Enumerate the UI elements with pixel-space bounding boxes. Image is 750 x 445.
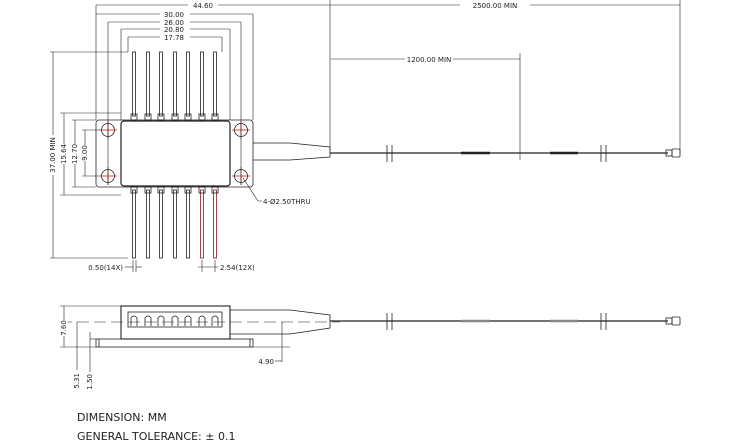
dim-15-64: 15.64 [60,143,68,164]
connector [665,148,681,158]
side-dimension-lines [60,305,290,372]
pin-bottom [159,189,163,259]
tolerance-note: GENERAL TOLERANCE: ± 0.1 [77,430,236,443]
dim-7-60: 7.60 [60,320,68,336]
pin-pad-bottom [184,186,192,194]
pin-pad-top [144,113,152,121]
side-pins [130,315,219,326]
dimension-note: DIMENSION: MM [77,411,167,424]
pin-top [146,51,150,117]
dim-2500-min: 2500.00 MIN [473,2,518,10]
dim-17-78: 17.78 [164,34,184,42]
pin-pad-top [130,113,138,121]
break-marks [386,145,607,162]
dim-12-70: 12.70 [71,144,79,164]
pin-bottom [213,189,217,259]
dim-26-00: 26.00 [164,19,184,27]
dim-holes: 4-Ø2.50THRU [263,198,311,206]
pin-pad-bottom [171,186,179,194]
pin-top [200,51,204,117]
pin-pad-bottom [211,186,219,194]
pin-bottom [173,189,177,259]
fiber-boot [253,142,331,161]
dim-1-50: 1.50 [86,374,94,390]
pin-top [132,51,136,117]
pin-pad-bottom [198,186,206,194]
pin-pad-top [184,113,192,121]
dim-37-00-min: 37.00 MIN [49,137,57,173]
pin-pad-bottom [144,186,152,194]
pin-bottom [146,189,150,259]
pin-top [213,51,217,117]
dim-1200-min: 1200.00 MIN [407,56,452,64]
dim-pin-width: 0.50(14X) [88,264,123,272]
pin-pad-bottom [130,186,138,194]
top-view: 44.60 30.00 26.00 20.80 17.78 2500.00 MI… [49,0,681,272]
dim-9-00: 9.00 [81,145,89,161]
dim-5-31: 5.31 [73,373,81,389]
body [120,120,231,187]
dim-20-80: 20.80 [164,26,184,34]
pin-pad-top [157,113,165,121]
side-view: 7.60 5.31 1.50 4.90 [60,305,681,390]
pin-bottom [132,189,136,259]
pin-top [159,51,163,117]
pin-pad-top [171,113,179,121]
dim-pin-pitch: 2.54(12X) [220,264,255,272]
base-plate [95,338,254,348]
pin-pad-top [211,113,219,121]
pin-bottom [186,189,190,259]
pin-top [186,51,190,117]
dimension-lines [50,0,681,272]
dim-4-90: 4.90 [258,358,274,366]
pin-top [173,51,177,117]
side-window [127,311,223,328]
pin-pad-top [198,113,206,121]
dim-44-60: 44.60 [193,2,213,10]
pin-pad-bottom [157,186,165,194]
pin-bottom [200,189,204,259]
dim-30-00: 30.00 [164,11,184,19]
